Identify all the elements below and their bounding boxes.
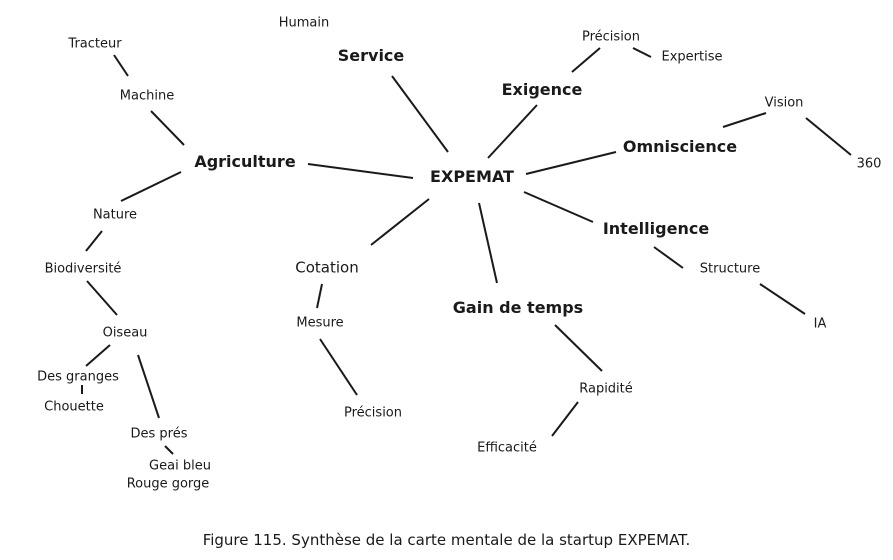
connector-line [571, 47, 601, 73]
connector-line [525, 151, 617, 175]
node-rapidite: Rapidité [579, 381, 633, 397]
node-exigence: Exigence [501, 80, 583, 99]
node-biodiversite: Biodiversité [44, 261, 122, 277]
connector-line [164, 445, 174, 455]
connector-line [137, 354, 160, 419]
connector-line [478, 202, 498, 284]
node-expemat-center: EXPEMAT [430, 167, 514, 186]
connector-line [653, 246, 684, 269]
connector-line [554, 324, 603, 372]
connector-line [316, 283, 323, 309]
node-des-pres: Des prés [130, 426, 188, 442]
connector-line [150, 110, 185, 146]
node-omniscience: Omniscience [622, 137, 738, 156]
node-intelligence: Intelligence [602, 219, 710, 238]
connector-line [85, 344, 111, 367]
node-precision-top: Précision [581, 29, 641, 45]
connector-line [86, 280, 118, 316]
connector-line [120, 171, 182, 202]
node-structure: Structure [699, 261, 761, 277]
node-service: Service [337, 46, 405, 65]
node-humain: Humain [278, 15, 330, 31]
node-nature: Nature [92, 207, 138, 223]
connector-line [370, 198, 430, 246]
node-geai-bleu: Geai bleu [149, 458, 211, 474]
connector-line [487, 104, 538, 159]
node-vision: Vision [764, 95, 804, 111]
connector-line [113, 54, 129, 77]
connector-line [722, 112, 767, 128]
figure-caption: Figure 115. Synthèse de la carte mentale… [202, 531, 691, 549]
connector-line [523, 191, 594, 223]
node-precision-bottom: Précision [343, 405, 403, 421]
node-360: 360 [856, 156, 882, 172]
connector-line [805, 117, 852, 156]
node-ia: IA [813, 316, 827, 332]
connector-line [319, 338, 358, 396]
connector-line [391, 75, 449, 153]
node-efficacite: Efficacité [477, 440, 537, 456]
node-machine: Machine [119, 88, 175, 104]
node-des-granges: Des granges [37, 369, 119, 385]
node-expertise: Expertise [661, 49, 723, 65]
node-cotation: Cotation [295, 258, 359, 277]
connector-line [759, 283, 806, 315]
node-rouge-gorge: Rouge gorge [126, 476, 210, 492]
connector-line [307, 163, 414, 179]
connector-line [85, 230, 103, 252]
node-mesure: Mesure [296, 315, 344, 331]
node-tracteur: Tracteur [68, 36, 122, 52]
node-chouette: Chouette [44, 399, 104, 415]
node-agriculture: Agriculture [194, 152, 296, 171]
connector-line [632, 47, 652, 58]
node-gain-de-temps: Gain de temps [452, 298, 584, 317]
node-oiseau: Oiseau [102, 325, 148, 341]
connector-line [551, 401, 579, 437]
